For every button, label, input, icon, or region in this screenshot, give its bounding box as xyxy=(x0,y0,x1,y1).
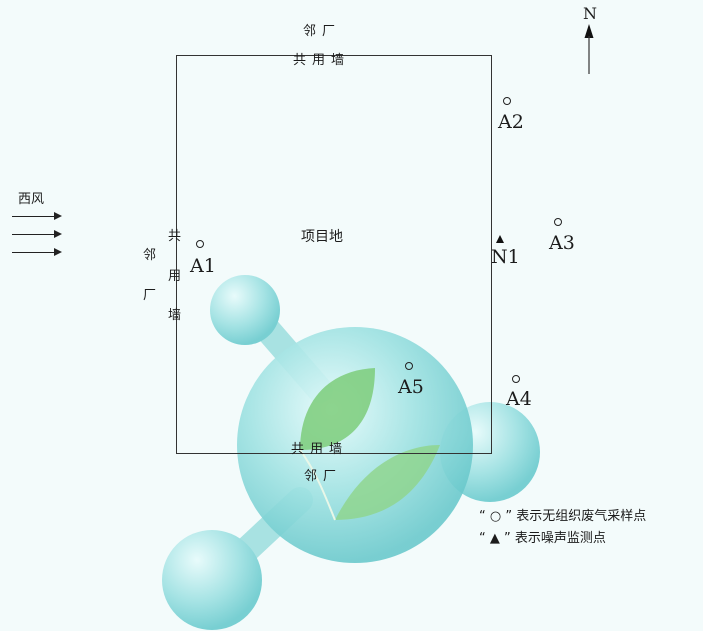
sampling-point-a5-icon xyxy=(405,362,413,370)
wind-arrow-icon xyxy=(12,230,62,239)
sampling-point-a1-icon xyxy=(196,240,204,248)
left-shared-wall-char: 用 xyxy=(168,269,182,284)
site-boundary xyxy=(176,55,492,454)
wind-arrow-icon xyxy=(12,248,62,257)
noise-point-n1-icon xyxy=(496,235,504,243)
legend-sampling-point: “ ○ ” 表示无组织废气采样点 xyxy=(479,509,647,524)
north-arrow-icon xyxy=(584,24,594,74)
left-neighbor-char: 厂 xyxy=(143,288,157,303)
top-shared-wall-label: 共用墙 xyxy=(293,53,351,68)
wind-label: 西风 xyxy=(18,192,45,207)
legend-noise-point: “ ▲ ” 表示噪声监测点 xyxy=(479,531,606,546)
left-neighbor-char: 邻 xyxy=(143,248,157,263)
point-label-a1: A1 xyxy=(190,255,216,277)
top-neighbor-label: 邻厂 xyxy=(303,24,342,39)
left-shared-wall-char: 共 xyxy=(168,229,182,244)
left-shared-wall-char: 墙 xyxy=(168,308,182,323)
site-label: 项目地 xyxy=(301,229,343,245)
point-label-a5: A5 xyxy=(398,376,424,398)
point-label-a4: A4 xyxy=(506,388,532,410)
point-label-n1: N1 xyxy=(491,246,520,268)
sampling-point-a3-icon xyxy=(554,218,562,226)
point-label-a3: A3 xyxy=(549,232,575,254)
north-label: N xyxy=(583,4,597,23)
wind-arrow-icon xyxy=(12,212,62,221)
bottom-shared-wall-label: 共用墙 xyxy=(291,442,349,457)
sampling-point-a2-icon xyxy=(503,97,511,105)
point-label-a2: A2 xyxy=(498,111,524,133)
sampling-point-a4-icon xyxy=(512,375,520,383)
bottom-neighbor-label: 邻厂 xyxy=(304,469,343,484)
